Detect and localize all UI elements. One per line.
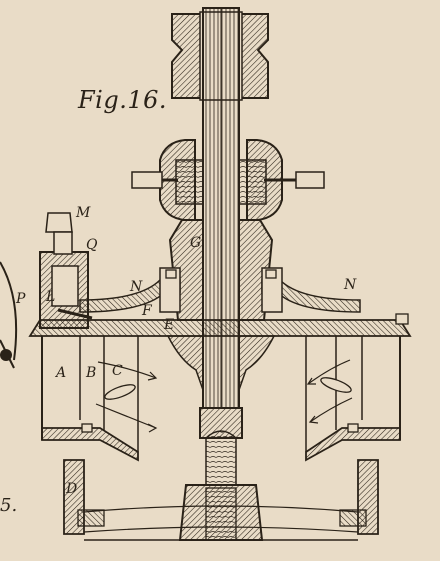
main-shaft (202, 7, 240, 409)
label-N-left: N (130, 279, 143, 295)
label-G: G (190, 235, 202, 251)
label-D: D (66, 481, 78, 497)
label-F: F (142, 303, 152, 319)
edge-figure-number: 5. (0, 495, 18, 516)
label-Q: Q (86, 237, 98, 253)
label-C: C (112, 363, 123, 379)
label-E: E (164, 317, 175, 333)
label-A: A (56, 365, 67, 381)
outer-casing (41, 336, 401, 462)
label-L: L (46, 289, 56, 305)
edge-pulley (0, 261, 18, 369)
label-P: P (16, 291, 26, 307)
figure-title: Fig.16. (78, 86, 167, 114)
adjusting-screws (131, 171, 325, 189)
label-M: M (76, 205, 91, 221)
cover-plates (79, 267, 361, 313)
bolts (81, 269, 409, 433)
wheel-disk (28, 319, 412, 391)
flow-arrows (95, 359, 353, 433)
valve-box (39, 212, 93, 329)
lower-step-bearing (178, 407, 264, 541)
label-N-right: N (344, 277, 357, 293)
draft-tube (63, 459, 379, 541)
label-B: B (86, 365, 97, 381)
